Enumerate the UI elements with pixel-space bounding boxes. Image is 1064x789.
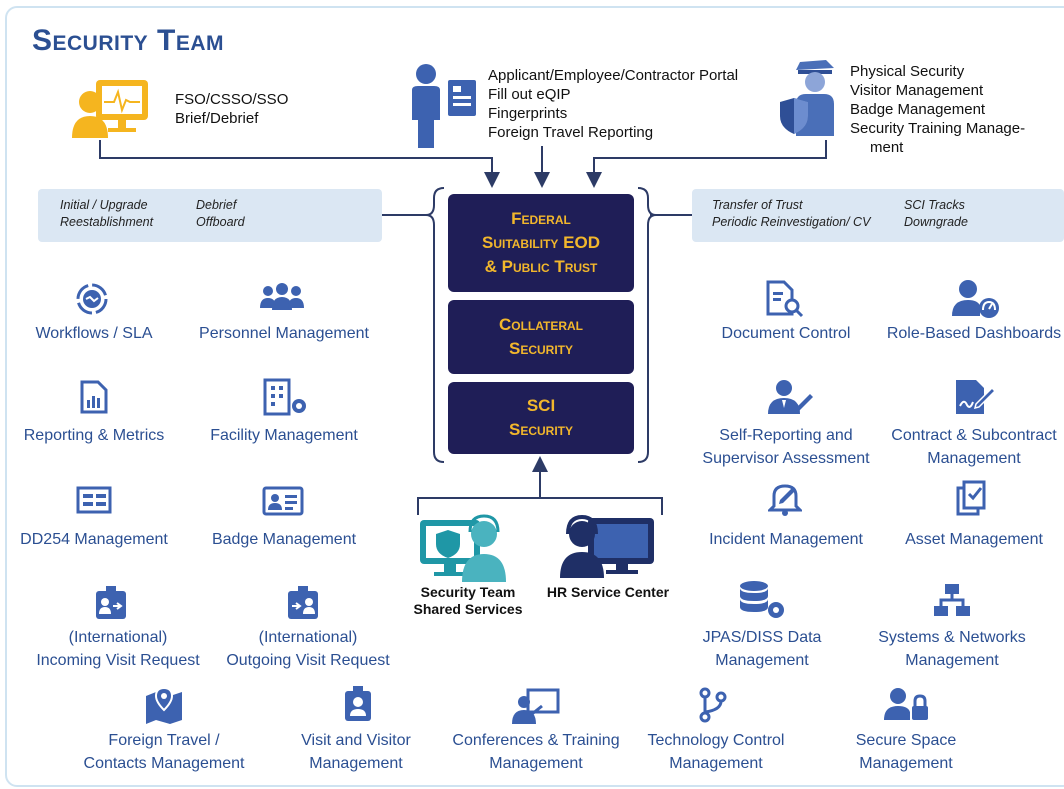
contract-signature-icon (956, 380, 996, 414)
facility-building-gear-icon (263, 378, 306, 416)
badge-management-label: Badge Management (211, 531, 357, 548)
incident-management-label: Incident Management (709, 531, 863, 548)
map-pin-icon (146, 686, 182, 724)
connector-left-top (99, 140, 500, 188)
security-team-shared-services-label: Security Team Shared Services (413, 584, 523, 617)
asset-management-label: Asset Management (905, 531, 1043, 548)
top-right-text: Physical Security Visitor Management Bad… (850, 63, 1026, 156)
incident-bell-icon (768, 484, 802, 516)
report-chart-icon (80, 380, 108, 414)
incoming-visit-badge-icon (96, 586, 126, 619)
security-officer-monitor-icon (72, 80, 148, 138)
systems-networks-label: Systems & Networks Management (878, 629, 1026, 669)
jpas-diss-label: JPAS/DISS Data Management (702, 629, 822, 669)
contract-subcontract-label: Contract & Subcontract Management (891, 427, 1057, 467)
branch-icon (699, 687, 727, 723)
hr-service-center-label: HR Service Center (546, 584, 670, 600)
collateral-security-box: Collateral Security (448, 300, 634, 374)
workflow-handshake-icon (76, 283, 108, 315)
document-control-label: Document Control (721, 325, 851, 342)
hr-service-center-icon (560, 514, 654, 578)
document-search-icon (766, 280, 804, 318)
technology-control-label: Technology Control Management (647, 732, 785, 772)
user-pen-icon (768, 380, 813, 414)
brace-right (637, 187, 657, 463)
connector-bottom (417, 464, 663, 515)
facility-management-label: Facility Management (210, 427, 358, 444)
left-process-pill: Initial / Upgrade Reestablishment Debrie… (38, 189, 382, 242)
right-process-pill: Transfer of Trust Periodic Reinvestigati… (692, 189, 1064, 242)
workflows-sla-label: Workflows / SLA (35, 325, 153, 342)
sci-security-box: SCI Security (448, 382, 634, 454)
federal-suitability-box: Federal Suitability EOD & Public Trust (448, 194, 634, 292)
incoming-visit-request-label: (International) Incoming Visit Request (36, 629, 200, 669)
role-based-dashboards-label: Role-Based Dashboards (886, 325, 1062, 342)
shared-services-agent-icon (420, 514, 506, 582)
top-left-text: FSO/CSSO/SSO Brief/Debrief (175, 91, 289, 127)
applicant-document-icon (412, 64, 476, 148)
asset-clipboard-icon (956, 480, 986, 516)
brace-left (425, 187, 445, 463)
user-lock-icon (884, 688, 928, 720)
badge-card-icon (262, 486, 304, 516)
outgoing-visit-request-label: (International) Outgoing Visit Request (226, 629, 390, 669)
conferences-training-label: Conferences & Training Management (452, 732, 620, 772)
self-reporting-label: Self-Reporting and Supervisor Assessment (702, 427, 870, 467)
dd254-form-icon (76, 486, 112, 514)
database-gear-icon (740, 581, 784, 618)
foreign-travel-contacts-label: Foreign Travel / Contacts Management (83, 732, 245, 772)
dd254-management-label: DD254 Management (20, 531, 168, 548)
outgoing-visit-badge-icon (288, 586, 318, 619)
top-center-text: Applicant/Employee/Contractor Portal Fil… (488, 67, 739, 141)
personnel-management-label: Personnel Management (199, 325, 369, 342)
secure-space-management-label: Secure Space Management (855, 732, 957, 772)
visit-visitor-management-label: Visit and Visitor Management (301, 732, 411, 772)
user-dashboard-gauge-icon (952, 280, 999, 318)
presentation-trainer-icon (512, 688, 560, 724)
personnel-group-icon (260, 283, 304, 310)
connector-right-top (586, 140, 827, 188)
network-icon (934, 584, 970, 616)
security-guard-icon (780, 60, 834, 136)
reporting-metrics-label: Reporting & Metrics (23, 427, 165, 444)
visitor-badge-icon (345, 686, 371, 721)
page-title: Security Team (32, 24, 225, 57)
